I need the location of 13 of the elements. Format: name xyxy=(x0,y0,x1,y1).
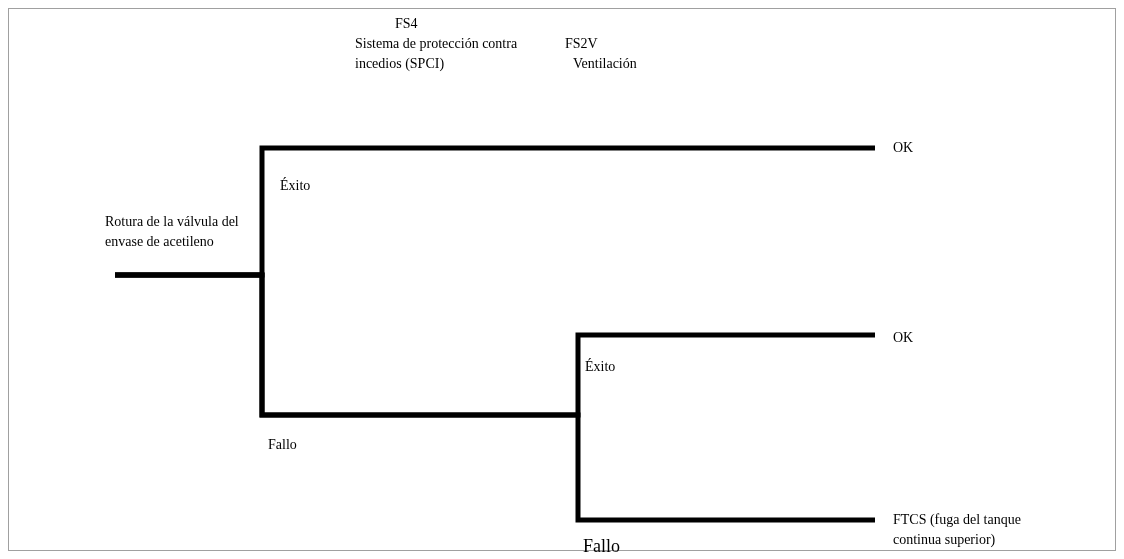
initiating-event-label: Rotura de la válvula del envase de acetileno xyxy=(105,213,240,251)
system-heading: Sistema de protección contra incedios (SPCI) xyxy=(355,35,519,73)
branch-label: Fallo xyxy=(268,436,298,454)
outcome-label: OK xyxy=(893,329,915,347)
branch-label: Fallo xyxy=(583,536,621,556)
outcome-label: FTCS (fuga del tanque continua superior) xyxy=(893,511,1022,549)
fault-system-code: FS2V xyxy=(565,35,599,53)
fault-system-code: FS4 xyxy=(395,15,419,33)
branch-label: Éxito xyxy=(280,176,312,195)
outcome-label: OK xyxy=(893,139,915,157)
event-tree-branch xyxy=(115,272,875,523)
branch-label: Éxito xyxy=(585,357,617,376)
system-heading: Ventilación xyxy=(573,55,638,73)
